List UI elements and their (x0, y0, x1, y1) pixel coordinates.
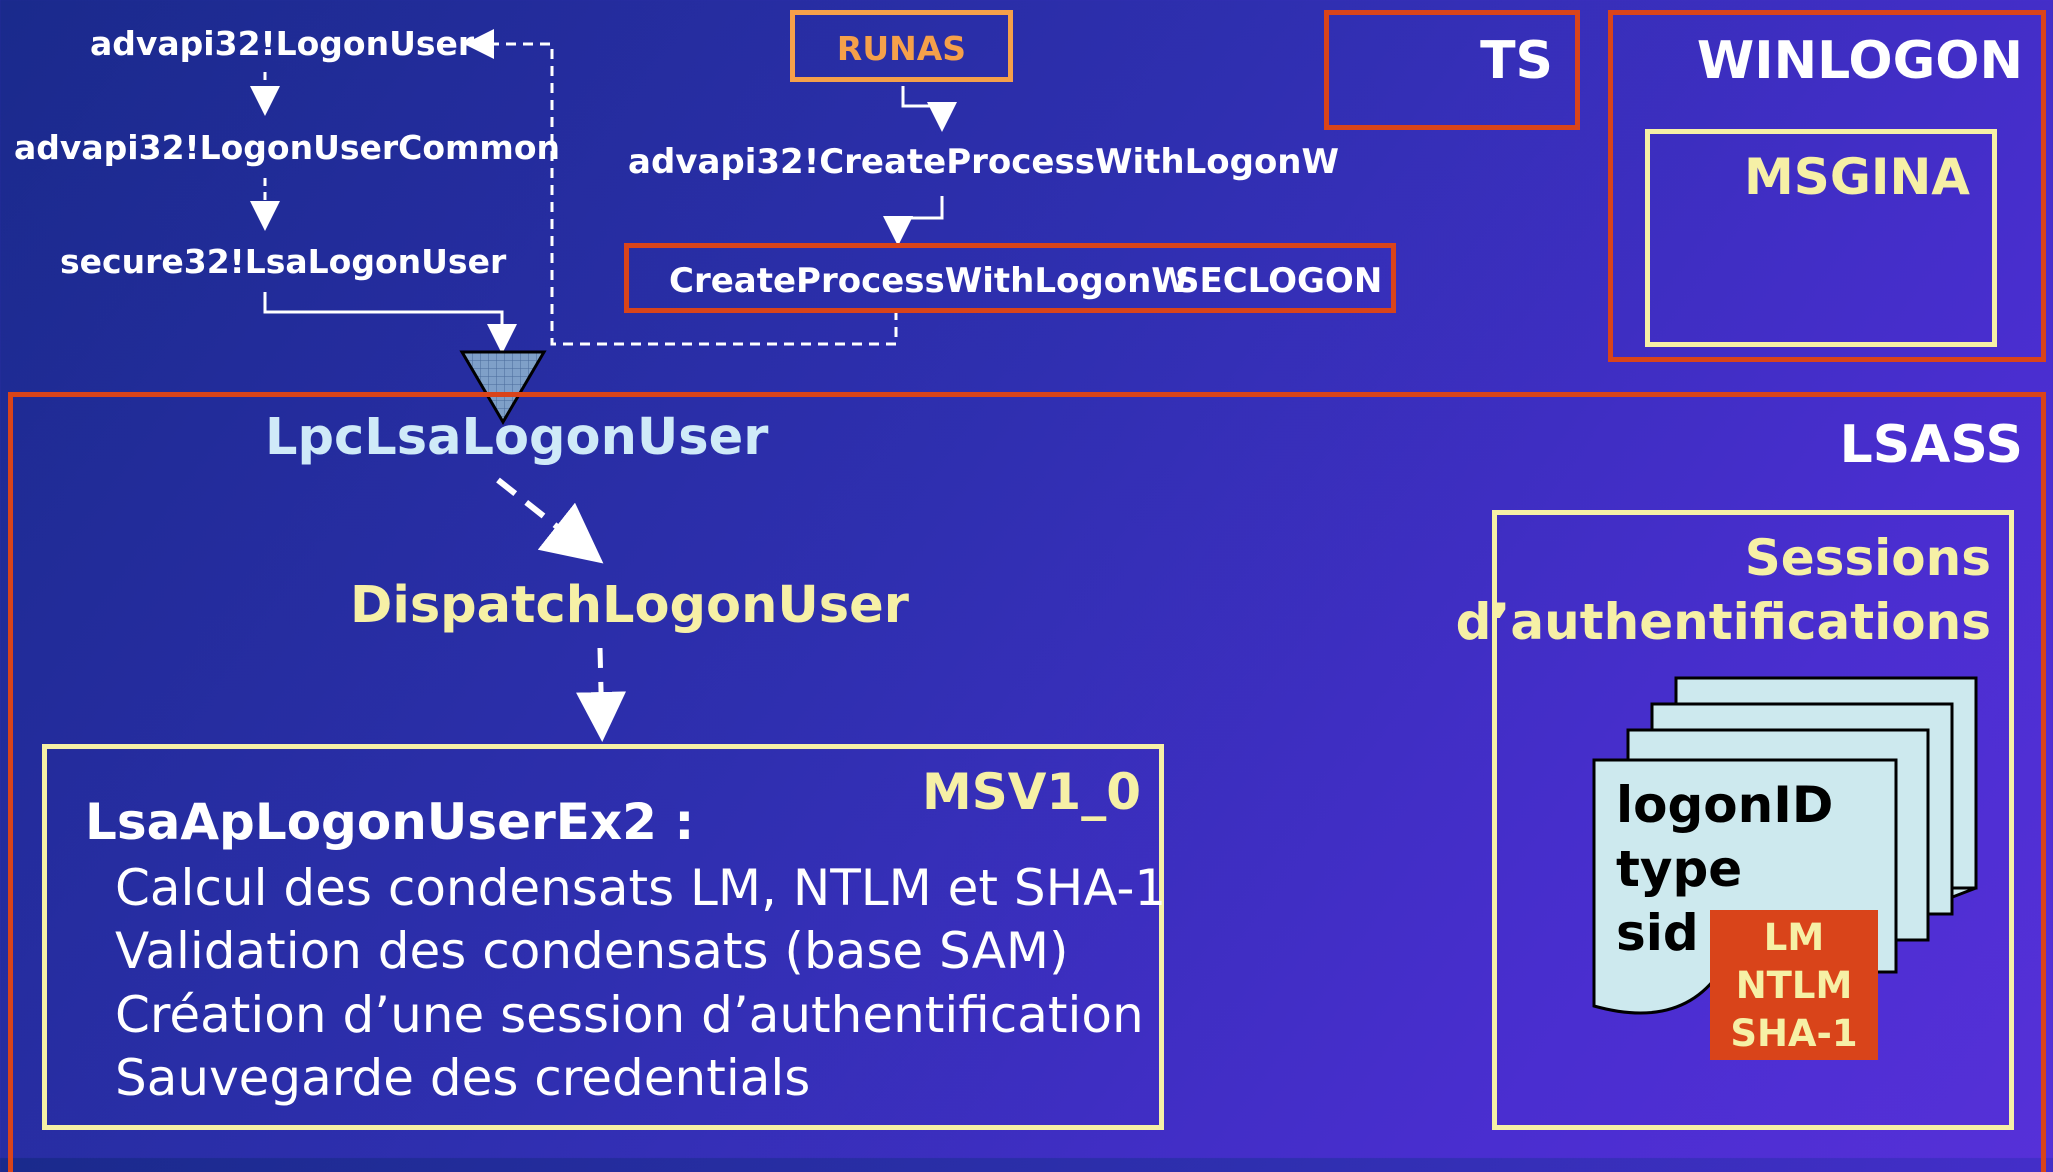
runas-box: RUNAS (790, 10, 1013, 82)
secure32-lsalogonuser-label: secure32!LsaLogonUser (60, 242, 507, 281)
ts-box: TS (1324, 10, 1580, 130)
session-field-logonid: logonID (1616, 776, 1834, 834)
msv-step-4: Sauvegarde des credentials (115, 1049, 811, 1107)
arrow-dispatch-to-msv (576, 647, 627, 742)
dispatch-logon-user-label: DispatchLogonUser (350, 576, 909, 635)
lsaaplogonuserex2-title: LsaApLogonUserEx2 : (85, 793, 695, 851)
seclogon-box: CreateProcessWithLogonW SECLOGON (624, 243, 1396, 313)
arrow-lpc-to-dispatch (496, 477, 604, 564)
winlogon-label: WINLOGON (1696, 31, 2023, 91)
winlogon-box: WINLOGON MSGINA (1608, 10, 2046, 362)
sessions-title-line1: Sessions (1744, 529, 1991, 587)
msv1-0-label: MSV1_0 (921, 763, 1141, 821)
sessions-title-line2: d’authentifications (1455, 593, 1991, 651)
runas-label: RUNAS (836, 29, 967, 68)
msgina-label: MSGINA (1744, 148, 1970, 206)
hash-box: LM NTLM SHA-1 (1710, 910, 1878, 1060)
advapi32-logonusercommon-label: advapi32!LogonUserCommon (14, 128, 560, 167)
arrow-lsalogon-to-lpc (263, 292, 517, 354)
session-field-type: type (1616, 840, 1743, 898)
msv-step-2: Validation des condensats (base SAM) (115, 922, 1069, 980)
lpc-lsa-logon-user-label: LpcLsaLogonUser (265, 408, 769, 467)
hash-ntlm: NTLM (1735, 964, 1853, 1007)
msv-step-3: Création d’une session d’authentificatio… (115, 986, 1144, 1044)
session-field-sid: sid (1616, 904, 1699, 962)
msgina-box: MSGINA (1645, 129, 1997, 347)
lpc-port-icon (459, 350, 547, 425)
lsass-label: LSASS (1839, 415, 2023, 475)
seclogon-service-label: SECLOGON (1175, 261, 1383, 301)
seclogon-function-label: CreateProcessWithLogonW (669, 261, 1189, 301)
hash-sha1: SHA-1 (1730, 1012, 1858, 1055)
arrow-seclogon-return (464, 29, 898, 346)
msv-step-1: Calcul des condensats LM, NTLM et SHA-1 (115, 859, 1167, 917)
advapi32-logonuser-label: advapi32!LogonUser (90, 24, 475, 63)
sessions-box: Sessions d’authentifications (1456, 510, 2014, 1130)
create-process-api-label: advapi32!CreateProcessWithLogonW (628, 142, 1340, 182)
arrow-api-to-seclogon (883, 196, 944, 246)
ts-label: TS (1480, 31, 1553, 91)
msv1-0-box: MSV1_0 LsaApLogonUserEx2 : Calcul des co… (42, 744, 1167, 1130)
arrow-runas-to-api (901, 86, 957, 132)
lsass-box: LSASS (8, 392, 2046, 1172)
hash-lm: LM (1763, 916, 1825, 959)
